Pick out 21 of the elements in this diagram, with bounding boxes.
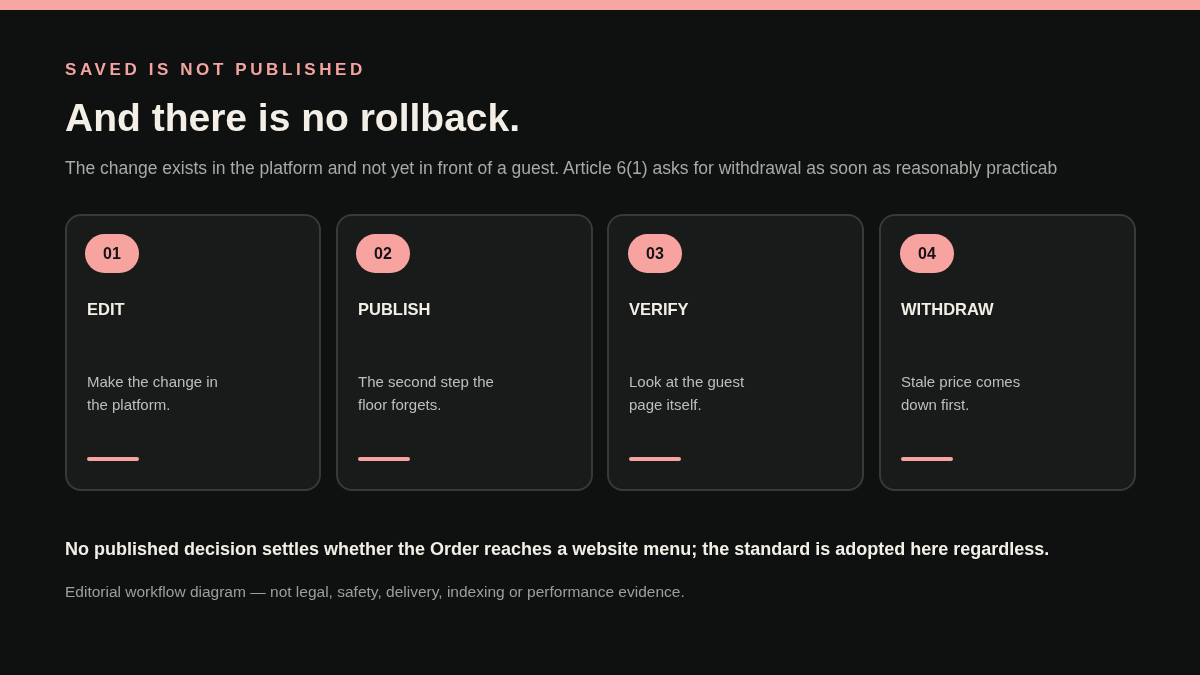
step-number-badge: 01 <box>85 234 139 273</box>
step-card <box>336 214 593 491</box>
step-card <box>65 214 321 491</box>
step-title: PUBLISH <box>358 300 431 319</box>
title-text: And there is no rollback. <box>65 96 521 140</box>
caption-text: Editorial workflow diagram — not legal, safety, delivery, indexing or performance evidence. <box>65 583 685 601</box>
step-description: Look at the guest page itself. <box>629 372 746 415</box>
step-title: VERIFY <box>629 300 689 319</box>
step-description: Stale price comes down first. <box>901 372 1022 415</box>
step-number-badge: 04 <box>900 234 954 273</box>
note-text: No published decision settles whether the Order reaches a website menu; the standard is adopted here regardless. <box>65 539 1050 560</box>
step-description: The second step the floor forgets. <box>358 372 495 415</box>
step-number-badge: 02 <box>356 234 410 273</box>
step-title: WITHDRAW <box>901 300 994 319</box>
step-title: EDIT <box>87 300 125 319</box>
step-card <box>879 214 1136 491</box>
step-description: Make the change in the platform. <box>87 372 219 415</box>
step-card <box>607 214 864 491</box>
subtitle-text: The change exists in the platform and not yet in front of a guest. Article 6(1) asks for withdrawal as soon as reasonably practicab <box>65 157 1059 179</box>
step-number-badge: 03 <box>628 234 682 273</box>
kicker-text: SAVED IS NOT PUBLISHED <box>65 60 366 80</box>
